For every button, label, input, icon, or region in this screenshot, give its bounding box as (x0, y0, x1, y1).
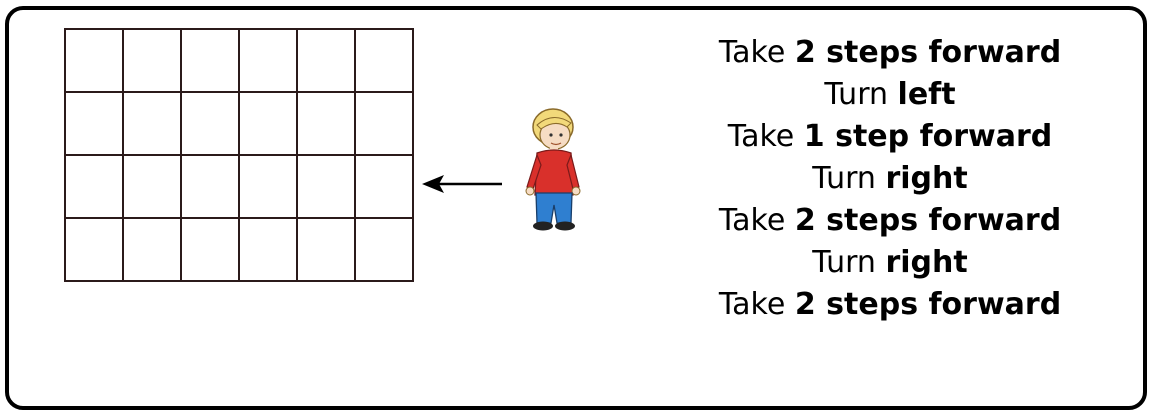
grid-cell (182, 156, 240, 219)
grid-cell (356, 30, 414, 93)
grid-cell (356, 93, 414, 156)
grid-cell (240, 30, 298, 93)
instruction-line: Take 1 step forward (640, 116, 1140, 158)
grid-cell (66, 93, 124, 156)
instruction-line: Turn right (640, 242, 1140, 284)
instruction-line: Turn right (640, 158, 1140, 200)
instruction-verb: Turn (812, 161, 886, 196)
instruction-line: Take 2 steps forward (640, 284, 1140, 326)
instruction-verb: Take (718, 287, 795, 322)
grid-cell (240, 219, 298, 282)
grid-cell (356, 219, 414, 282)
figure-frame (5, 6, 1147, 410)
grid-cell (298, 30, 356, 93)
grid-cell (124, 93, 182, 156)
grid-cell (124, 156, 182, 219)
instruction-detail: right (885, 161, 968, 196)
grid-cell (124, 219, 182, 282)
instruction-detail: 2 steps forward (794, 35, 1062, 70)
instruction-verb: Turn (812, 245, 886, 280)
instruction-detail: 2 steps forward (794, 287, 1062, 322)
instruction-verb: Take (727, 119, 804, 154)
grid-cell (66, 30, 124, 93)
boy-figure-icon (525, 108, 581, 231)
grid-cell (240, 156, 298, 219)
grid-cell (298, 93, 356, 156)
instruction-line: Take 2 steps forward (640, 200, 1140, 242)
grid-cell (182, 30, 240, 93)
instruction-verb: Turn (824, 77, 898, 112)
grid-cell (298, 156, 356, 219)
grid-cell (240, 93, 298, 156)
grid-cell (124, 30, 182, 93)
instruction-detail: 2 steps forward (794, 203, 1062, 238)
grid-cell (182, 219, 240, 282)
instruction-detail: right (885, 245, 968, 280)
instruction-verb: Take (718, 203, 795, 238)
instruction-verb: Take (718, 35, 795, 70)
instruction-detail: left (897, 77, 956, 112)
instruction-line: Turn left (640, 74, 1140, 116)
grid-cell (66, 219, 124, 282)
arrow-left-icon (422, 175, 502, 193)
grid-cell (298, 219, 356, 282)
instruction-detail: 1 step forward (803, 119, 1053, 154)
grid-cell (356, 156, 414, 219)
instruction-line: Take 2 steps forward (640, 32, 1140, 74)
movement-grid (64, 28, 414, 282)
grid-cell (66, 156, 124, 219)
grid-cell (182, 93, 240, 156)
